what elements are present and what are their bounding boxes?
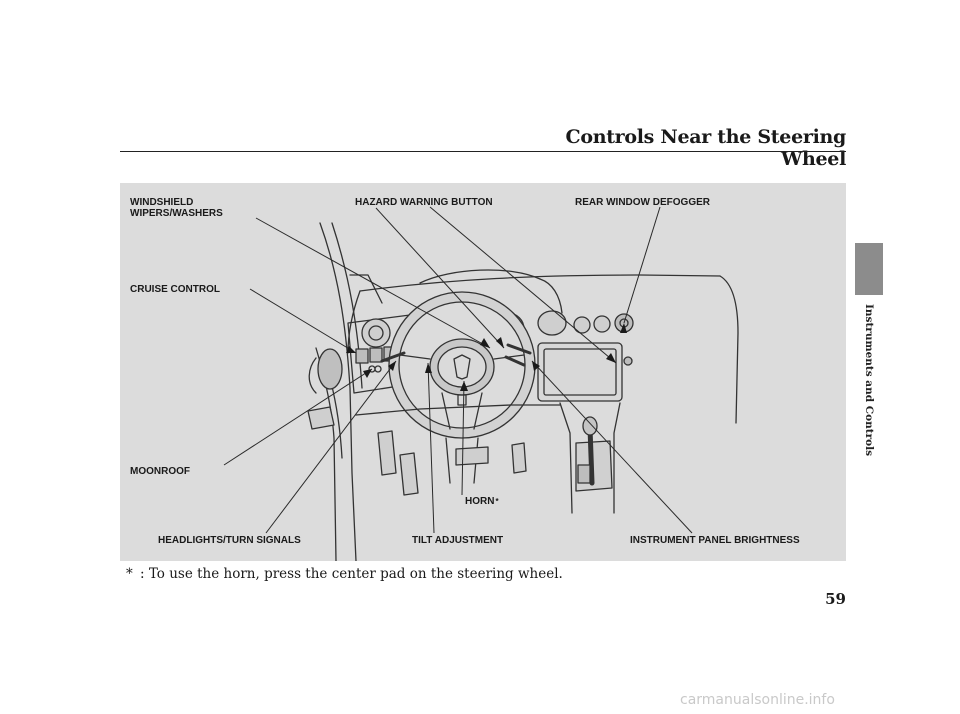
watermark: carmanualsonline.info xyxy=(680,692,835,708)
dashboard-illustration: WINDSHIELD WIPERS/WASHERS HAZARD WARNING… xyxy=(120,183,846,561)
footnote-mark: * xyxy=(126,566,133,582)
section-tab-label: Instruments and Controls xyxy=(863,303,875,457)
label-rear-defogger: REAR WINDOW DEFOGGER xyxy=(575,197,710,208)
page-number: 59 xyxy=(825,590,846,608)
label-headlights: HEADLIGHTS/TURN SIGNALS xyxy=(158,535,301,546)
page-title: Controls Near the Steering Wheel xyxy=(565,126,847,170)
label-horn: HORN* xyxy=(465,496,499,507)
section-tab-marker xyxy=(855,243,883,295)
label-windshield-line1: WINDSHIELD xyxy=(130,197,194,208)
label-panel-brightness: INSTRUMENT PANEL BRIGHTNESS xyxy=(630,535,800,546)
title-rule xyxy=(120,151,846,152)
dashboard-drawing xyxy=(223,206,739,561)
label-windshield-line2: WIPERS/WASHERS xyxy=(130,208,223,219)
label-windshield-wipers: WINDSHIELD WIPERS/WASHERS xyxy=(130,197,223,219)
label-cruise-control: CRUISE CONTROL xyxy=(130,284,220,295)
label-horn-footnote-mark: * xyxy=(495,497,499,506)
footnote-text: : To use the horn, press the center pad … xyxy=(140,566,563,582)
footnote: * : To use the horn, press the center pad… xyxy=(126,566,563,582)
label-moonroof: MOONROOF xyxy=(130,466,190,477)
label-horn-text: HORN xyxy=(465,496,495,507)
label-tilt-adjustment: TILT ADJUSTMENT xyxy=(412,535,504,546)
label-hazard-warning: HAZARD WARNING BUTTON xyxy=(355,197,493,208)
